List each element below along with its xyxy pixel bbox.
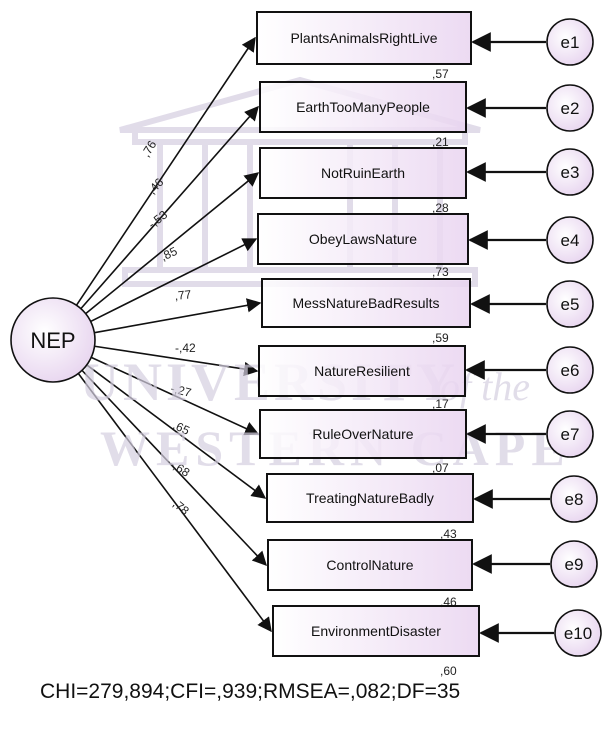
- indicator-box-1: [256, 11, 472, 65]
- indicator-box-10: [272, 605, 480, 657]
- loading-path-6: [94, 345, 259, 377]
- loading-label-5: ,77: [174, 287, 192, 303]
- indicator-box-2: [259, 81, 467, 133]
- loading-path-5: [94, 298, 262, 334]
- error-circle-e1: [546, 18, 594, 66]
- error-circle-e4: [546, 216, 594, 264]
- indicator-label-8: TreatingNatureBadly: [306, 490, 434, 506]
- error-label-e10: e10: [564, 624, 592, 643]
- indicator-label-6: NatureResilient: [314, 363, 410, 379]
- error-label-e6: e6: [561, 361, 580, 380]
- loading-path-10: [77, 373, 272, 633]
- error-label-e9: e9: [565, 555, 584, 574]
- r2-label-7: ,07: [432, 461, 449, 475]
- loading-path-3: [85, 172, 260, 315]
- error-label-e2: e2: [561, 99, 580, 118]
- error-label-e1: e1: [561, 33, 580, 52]
- loading-path-4: [90, 238, 258, 323]
- error-circle-e7: [546, 410, 594, 458]
- error-circle-e9: [550, 540, 598, 588]
- error-circle-e2: [546, 84, 594, 132]
- error-circle-e10: [554, 609, 602, 657]
- loading-label-8: ,65: [171, 418, 192, 438]
- indicator-label-10: EnvironmentDisaster: [311, 623, 441, 639]
- indicator-box-8: [266, 473, 474, 523]
- r2-label-5: ,59: [432, 331, 449, 345]
- loading-label-7: -,27: [169, 381, 193, 400]
- fit-indices-text: CHI=279,894;CFI=,939;RMSEA=,082;DF=35: [40, 680, 461, 703]
- error-label-e4: e4: [561, 231, 580, 250]
- loading-label-6: -,42: [175, 341, 196, 355]
- loading-path-8: [86, 364, 267, 499]
- loading-path-7: [90, 356, 260, 436]
- error-circle-e5: [546, 280, 594, 328]
- indicator-label-3: NotRuinEarth: [321, 165, 405, 181]
- indicator-box-3: [259, 147, 467, 199]
- error-label-e5: e5: [561, 295, 580, 314]
- loading-label-2: ,46: [145, 175, 167, 197]
- loading-label-4: ,85: [158, 244, 179, 264]
- error-label-e3: e3: [561, 163, 580, 182]
- r2-label-10: ,60: [440, 664, 457, 678]
- r2-label-4: ,73: [432, 265, 449, 279]
- error-label-e7: e7: [561, 425, 580, 444]
- error-label-e8: e8: [565, 490, 584, 509]
- r2-label-8: ,43: [440, 527, 457, 541]
- indicator-box-7: [259, 409, 467, 459]
- r2-label-1: ,57: [432, 67, 449, 81]
- loading-path-9: [81, 369, 267, 567]
- indicator-box-5: [261, 278, 471, 328]
- indicator-box-9: [267, 539, 473, 591]
- error-circle-e6: [546, 346, 594, 394]
- indicator-label-7: RuleOverNature: [312, 426, 413, 442]
- indicator-label-5: MessNatureBadResults: [292, 295, 439, 311]
- error-circle-e3: [546, 148, 594, 196]
- sem-path-diagram: ,76,46-,53,85,77-,42-,27,65-,68,78 UNIVE…: [10, 11, 602, 678]
- latent-label: NEP: [30, 328, 75, 353]
- indicator-label-9: ControlNature: [326, 557, 413, 573]
- loading-label-1: ,76: [139, 138, 160, 160]
- indicator-label-1: PlantsAnimalsRightLive: [290, 30, 437, 46]
- r2-label-2: ,21: [432, 135, 449, 149]
- loading-path-2: [80, 105, 259, 310]
- latent-node-nep: [10, 297, 96, 383]
- loading-path-1: [75, 36, 256, 306]
- r2-label-6: ,17: [432, 397, 449, 411]
- indicator-label-2: EarthTooManyPeople: [296, 99, 430, 115]
- error-circle-e8: [550, 475, 598, 523]
- indicator-box-6: [258, 345, 466, 397]
- indicator-box-4: [257, 213, 469, 265]
- indicator-label-4: ObeyLawsNature: [309, 231, 417, 247]
- r2-label-3: ,28: [432, 201, 449, 215]
